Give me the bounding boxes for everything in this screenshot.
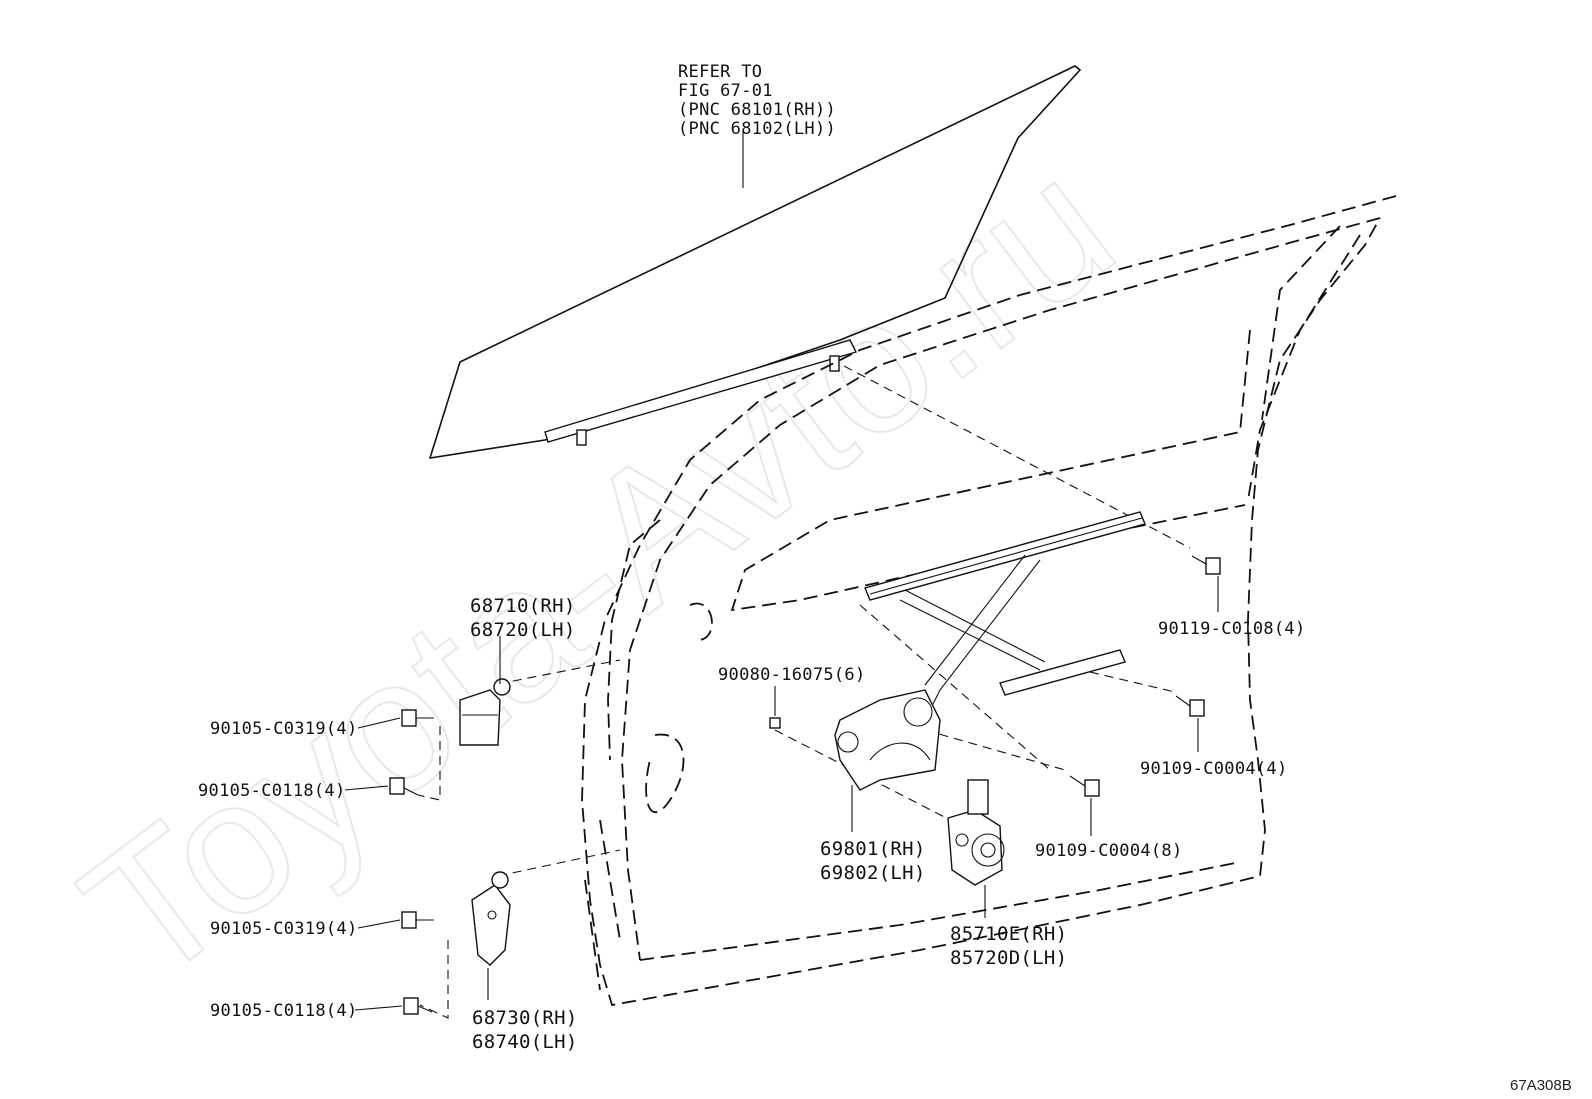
bolt-icons: [389, 555, 1221, 1015]
door-glass: [428, 65, 1082, 459]
label-bolt-lower-b: 90105-C0118(4): [210, 1001, 358, 1021]
glass-note-line-2: FIG 67-01: [678, 81, 773, 101]
figure-id: 67A308B: [1510, 1077, 1572, 1094]
label-bolt-lower-a: 90105-C0319(4): [210, 919, 358, 939]
glass-note-line-3: (PNC 68101(RH)): [678, 100, 836, 120]
window-regulator: [834, 511, 1146, 791]
lower-hinge: [471, 871, 511, 966]
bolt-icon: [1175, 695, 1205, 717]
label-bolt-upper-a: 90105-C0319(4): [210, 719, 358, 739]
label-ticks: [344, 576, 1219, 1011]
label-hinge-upper-lh: 68720(LH): [470, 619, 576, 641]
glass-note-line-1: REFER TO: [678, 62, 762, 82]
upper-hinge: [459, 678, 511, 746]
label-hinge-lower-rh: 68730(RH): [472, 1007, 578, 1029]
label-hinge-upper-rh: 68710(RH): [470, 595, 576, 617]
bolt-icon: [389, 777, 419, 796]
leader-lines: [417, 365, 1191, 1019]
label-regulator-rh: 69801(RH): [820, 838, 926, 860]
label-screw-regulator: 90080-16075(6): [718, 665, 866, 685]
bolt-icon: [769, 717, 781, 729]
label-bolt-rail: 90109-C0004(4): [1140, 759, 1288, 779]
bolt-icon: [403, 997, 433, 1015]
label-hinge-lower-lh: 68740(LH): [472, 1031, 578, 1053]
bolt-icon: [401, 709, 434, 727]
label-motor-rh: 85710E(RH): [950, 923, 1067, 945]
glass-note-line-4: (PNC 68102(LH)): [678, 119, 836, 139]
label-bolt-channel: 90119-C0108(4): [1158, 619, 1306, 639]
label-bolt-upper-b: 90105-C0118(4): [198, 781, 346, 801]
glass-note: REFER TO FIG 67-01 (PNC 68101(RH)) (PNC …: [678, 62, 836, 139]
label-motor-lh: 85720D(LH): [950, 947, 1067, 969]
bolt-icon: [1069, 775, 1100, 797]
bolt-icon: [401, 911, 434, 929]
door-frame: [581, 195, 1397, 1007]
label-regulator-lh: 69802(LH): [820, 862, 926, 884]
bolt-icon: [1191, 555, 1221, 575]
window-motor: [947, 779, 1005, 886]
label-bolt-motor: 90109-C0004(8): [1035, 841, 1183, 861]
